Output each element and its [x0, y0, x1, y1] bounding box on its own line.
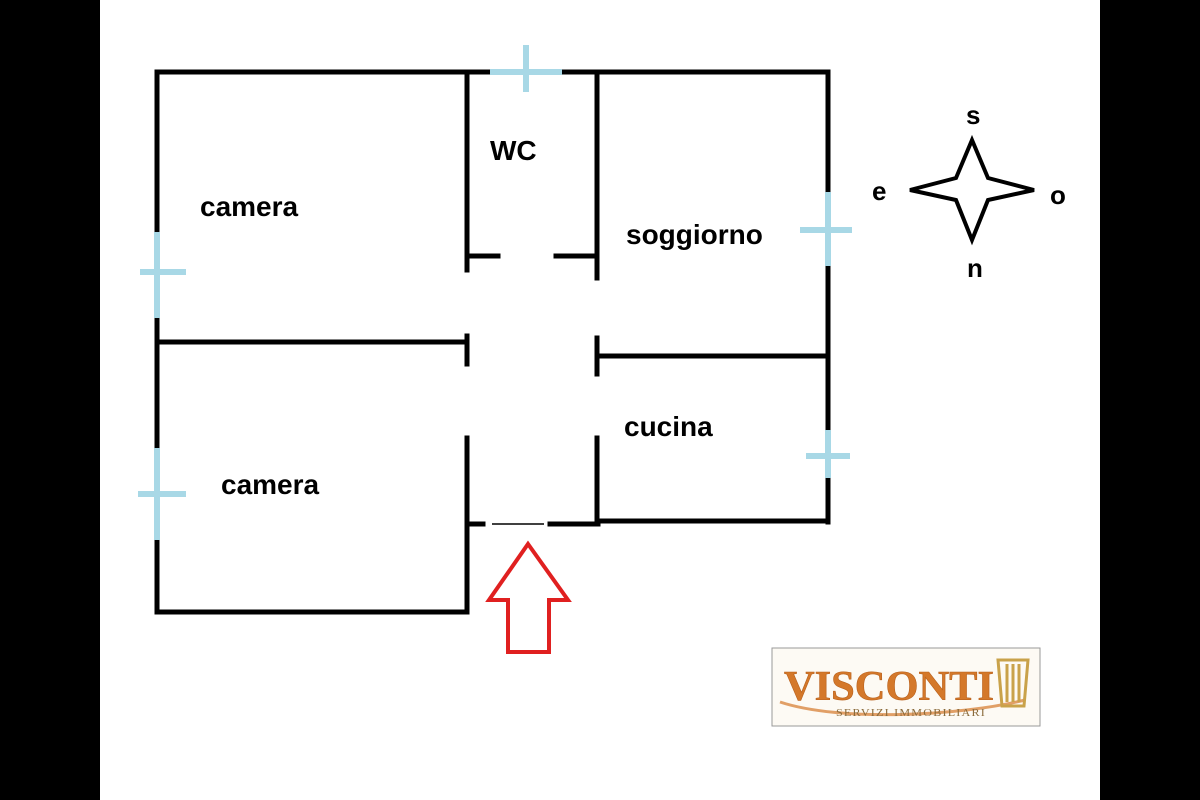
room-label-camera-top: camera	[200, 191, 299, 222]
window-cucina	[806, 430, 850, 478]
window-soggiorno	[800, 192, 852, 266]
compass-label-top: s	[966, 100, 980, 130]
logo-tagline: SERVIZI IMMOBILIARI	[836, 708, 986, 719]
visconti-logo: VISCONTI SERVIZI IMMOBILIARI	[771, 647, 1041, 727]
logo-emblem-icon	[996, 658, 1030, 708]
room-label-camera-bottom: camera	[221, 469, 320, 500]
room-label-cucina: cucina	[624, 411, 713, 442]
walls	[154, 69, 831, 615]
floor-plan-canvas: camera WC soggiorno cucina camera s n e …	[100, 0, 1100, 800]
window-camera-bottom	[138, 448, 186, 540]
window-wc	[490, 45, 562, 92]
room-label-soggiorno: soggiorno	[626, 219, 763, 250]
entrance-arrow-icon	[485, 540, 572, 654]
room-label-wc: WC	[490, 135, 537, 166]
compass-label-bottom: n	[967, 253, 983, 283]
compass-label-left: e	[872, 176, 886, 206]
compass-star-icon	[909, 134, 1035, 246]
compass: s n e o	[872, 100, 1066, 283]
window-camera-top	[140, 232, 186, 318]
logo-name: VISCONTI	[784, 664, 994, 710]
compass-label-right: o	[1050, 180, 1066, 210]
floor-plan: camera WC soggiorno cucina camera s n e …	[138, 45, 1066, 727]
logo-swoosh	[779, 698, 1026, 717]
windows	[138, 45, 852, 540]
